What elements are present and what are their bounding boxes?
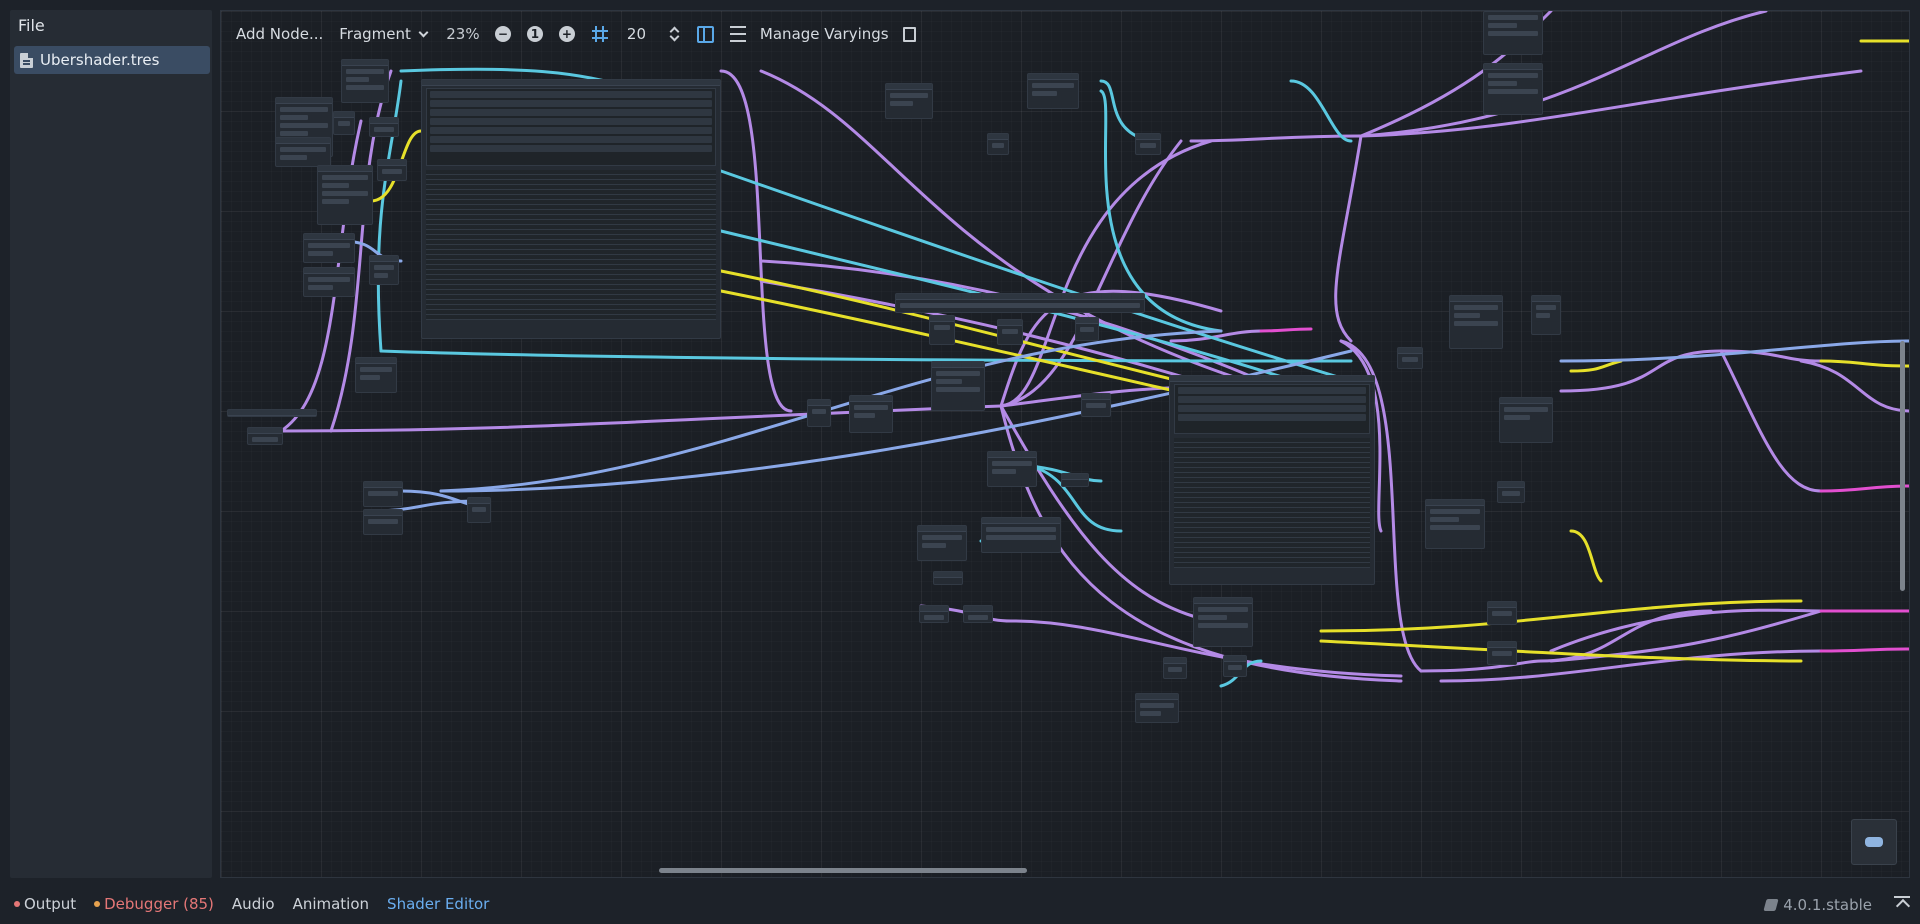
vector-node[interactable] — [919, 605, 949, 623]
version-icon — [1763, 899, 1779, 911]
add-node-button[interactable]: Add Node... — [236, 25, 324, 43]
graph-toolbar: Add Node... Fragment 23% − 1 + 20 Manage… — [221, 11, 1909, 57]
float-parameter-node[interactable] — [355, 357, 397, 393]
filesystem-panel — [10, 10, 212, 878]
version-label: 4.0.1.stable — [1783, 896, 1872, 914]
file-item-label: Ubershader.tres — [40, 51, 160, 69]
multiply-node[interactable] — [1163, 657, 1187, 679]
multiply-node[interactable] — [1135, 133, 1161, 155]
manage-varyings-button[interactable]: Manage Varyings — [759, 25, 889, 43]
expression-node-main[interactable] — [421, 79, 721, 339]
spinner-arrows-icon[interactable] — [671, 26, 679, 42]
input-node[interactable] — [247, 427, 283, 445]
tab-debugger-label: Debugger (85) — [104, 895, 214, 913]
minimap-toggle-icon[interactable] — [1851, 819, 1897, 865]
texture-node[interactable] — [997, 319, 1023, 345]
multiply-node[interactable] — [1061, 473, 1089, 487]
expand-panel-icon[interactable] — [1894, 896, 1910, 910]
texture-node[interactable] — [1487, 601, 1517, 625]
error-dot-icon — [14, 901, 20, 907]
expression-node-secondary[interactable] — [1169, 375, 1375, 585]
switch-node[interactable] — [1397, 347, 1423, 369]
comment-node[interactable] — [895, 293, 1145, 313]
zoom-out-icon[interactable]: − — [494, 26, 511, 42]
vector-node[interactable] — [1081, 393, 1111, 417]
visual-shader-graph[interactable]: Add Node... Fragment 23% − 1 + 20 Manage… — [220, 10, 1910, 878]
texture-parameter-node[interactable] — [317, 165, 373, 225]
shader-file-icon — [20, 52, 33, 68]
snap-distance-field[interactable]: 20 — [621, 21, 683, 47]
bottom-panel-tabs: Output Debugger (85) Audio Animation Sha… — [0, 884, 1920, 924]
float-parameter-node[interactable] — [1027, 73, 1079, 109]
texture-parameter-node[interactable] — [931, 361, 985, 411]
texture-parameter-node[interactable] — [1449, 295, 1503, 349]
color-parameter-node[interactable] — [1531, 295, 1561, 335]
float-parameter-node[interactable] — [341, 59, 389, 103]
file-item-ubershader[interactable]: Ubershader.tres — [14, 46, 210, 74]
arrange-nodes-icon[interactable] — [729, 26, 746, 42]
texture-parameter-node[interactable] — [1483, 11, 1543, 55]
vector-node[interactable] — [933, 571, 963, 585]
shader-type-label: Fragment — [339, 25, 411, 43]
boolean-parameter-node[interactable] — [363, 481, 403, 507]
tab-output-label: Output — [24, 895, 77, 913]
boolean-parameter-node[interactable] — [303, 233, 355, 263]
snap-distance-value: 20 — [626, 25, 647, 43]
vector-node[interactable] — [929, 315, 955, 345]
vertical-scrollbar[interactable] — [1900, 341, 1905, 591]
texture-parameter-node[interactable] — [1499, 397, 1553, 443]
expression-node-small[interactable] — [981, 517, 1061, 553]
switch-node[interactable] — [369, 255, 399, 285]
float-parameter-node[interactable] — [1135, 693, 1179, 723]
texture-node[interactable] — [1497, 481, 1525, 503]
zoom-reset-icon[interactable]: 1 — [526, 26, 543, 42]
float-parameter-node[interactable] — [849, 395, 893, 433]
boolean-parameter-node[interactable] — [303, 267, 355, 297]
tab-audio[interactable]: Audio — [231, 895, 275, 913]
multiply-node[interactable] — [1075, 317, 1099, 341]
texture-parameter-node[interactable] — [1483, 63, 1543, 115]
minimap-icon[interactable] — [696, 25, 714, 43]
zoom-level[interactable]: 23% — [446, 25, 480, 43]
vector-node[interactable] — [963, 605, 993, 623]
vector-node[interactable] — [333, 111, 355, 135]
uniform-parameter-node[interactable] — [275, 137, 331, 167]
mix-node[interactable] — [377, 159, 407, 181]
float-parameter-node[interactable] — [917, 525, 967, 561]
tab-shader-editor[interactable]: Shader Editor — [387, 895, 490, 913]
texture-parameter-node[interactable] — [1193, 597, 1253, 647]
engine-version: 4.0.1.stable — [1763, 896, 1872, 914]
float-parameter-node[interactable] — [987, 451, 1037, 487]
show-code-icon[interactable] — [902, 26, 916, 42]
tab-animation[interactable]: Animation — [292, 895, 370, 913]
switch-node[interactable] — [807, 399, 831, 427]
zoom-in-icon[interactable]: + — [558, 26, 575, 42]
float-parameter-node[interactable] — [885, 83, 933, 119]
boolean-parameter-node[interactable] — [363, 509, 403, 535]
grid-snap-icon[interactable] — [591, 25, 609, 43]
chevron-down-icon — [418, 27, 429, 37]
tab-output[interactable]: Output — [14, 895, 76, 913]
switch-node[interactable] — [467, 497, 491, 523]
multiply-node[interactable] — [1223, 655, 1247, 677]
vector-node[interactable] — [987, 133, 1009, 155]
file-menu[interactable]: File — [18, 16, 45, 35]
tab-debugger[interactable]: Debugger (85) — [94, 895, 214, 913]
texture-parameter-node[interactable] — [1425, 499, 1485, 549]
horizontal-scrollbar[interactable] — [659, 868, 1027, 873]
warning-dot-icon — [94, 901, 101, 907]
texture-node[interactable] — [1487, 641, 1517, 665]
vector-node[interactable] — [369, 117, 399, 137]
shader-type-dropdown[interactable]: Fragment — [339, 25, 429, 43]
uv-input-node[interactable] — [227, 409, 317, 417]
